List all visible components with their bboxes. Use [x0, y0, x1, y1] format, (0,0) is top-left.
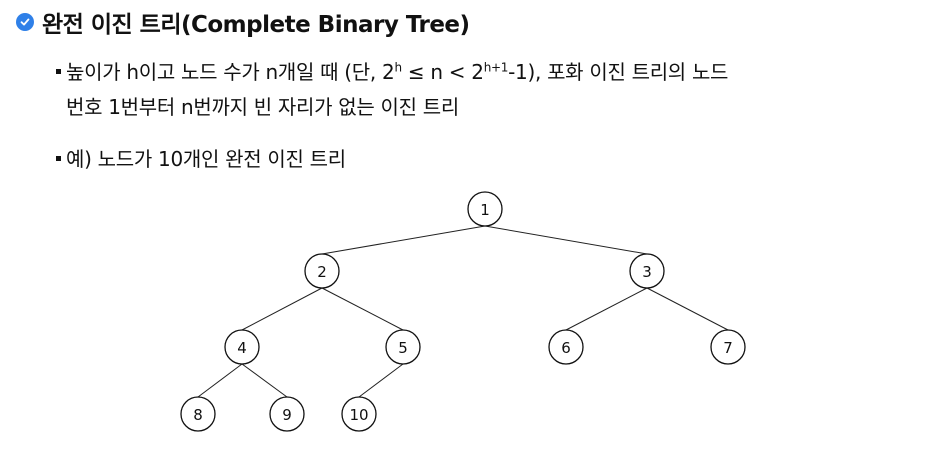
tree-node-4: 4 [224, 329, 260, 365]
example-bullet: 예) 노드가 10개인 완전 이진 트리 [56, 143, 346, 176]
section-title: 완전 이진 트리(Complete Binary Tree) [16, 4, 470, 40]
tree-node-circle [710, 329, 746, 365]
tree-edge-3-7 [646, 287, 729, 331]
tree-node-7: 7 [710, 329, 746, 365]
tree-node-8: 8 [180, 396, 216, 432]
tree-edge-1-3 [484, 225, 648, 255]
tree-node-circle [629, 253, 665, 289]
tree-node-6: 6 [548, 329, 584, 365]
tree-edge-4-9 [241, 363, 288, 398]
tree-node-label: 10 [349, 406, 368, 424]
square-bullet-icon [56, 156, 61, 161]
tree-node-5: 5 [385, 329, 421, 365]
definition-text-post: -1), 포화 이진 트리의 노드 [508, 60, 729, 84]
tree-node-label: 3 [642, 263, 652, 281]
tree-node-circle [467, 191, 503, 227]
superscript-h: h [394, 60, 402, 75]
tree-edge-5-10 [358, 363, 404, 398]
title-text: 완전 이진 트리(Complete Binary Tree) [42, 12, 470, 38]
superscript-h-plus-1: h+1 [483, 60, 509, 75]
tree-node-label: 7 [723, 339, 733, 357]
tree-node-circle [548, 329, 584, 365]
tree-node-label: 4 [237, 339, 247, 357]
tree-node-10: 10 [341, 396, 377, 432]
definition-text-mid: ≤ n < 2 [401, 60, 484, 84]
tree-node-circle [224, 329, 260, 365]
example-text: 예) 노드가 10개인 완전 이진 트리 [66, 147, 346, 171]
tree-edge-3-6 [565, 287, 648, 331]
square-bullet-icon [56, 69, 61, 74]
tree-node-label: 9 [282, 406, 292, 424]
definition-bullet: 높이가 h이고 노드 수가 n개일 때 (단, 2h ≤ n < 2h+1-1)… [56, 56, 728, 89]
tree-node-label: 2 [317, 263, 327, 281]
tree-node-label: 5 [398, 339, 408, 357]
tree-node-circle [304, 253, 340, 289]
tree-edge-2-5 [321, 287, 404, 331]
tree-node-circle [180, 396, 216, 432]
tree-node-9: 9 [269, 396, 305, 432]
definition-continuation: 번호 1번부터 n번까지 빈 자리가 없는 이진 트리 [66, 95, 460, 119]
tree-node-2: 2 [304, 253, 340, 289]
tree-node-label: 8 [193, 406, 203, 424]
tree-node-circle [341, 396, 377, 432]
tree-edge-2-4 [241, 287, 323, 331]
tree-node-1: 1 [467, 191, 503, 227]
check-circle-icon [16, 13, 34, 31]
tree-edge-1-2 [321, 225, 486, 255]
tree-edge-4-8 [197, 363, 243, 398]
tree-node-circle [385, 329, 421, 365]
tree-node-label: 6 [561, 339, 571, 357]
tree-node-label: 1 [480, 201, 490, 219]
tree-node-circle [269, 396, 305, 432]
tree-node-3: 3 [629, 253, 665, 289]
definition-text-pre: 높이가 h이고 노드 수가 n개일 때 (단, 2 [66, 60, 395, 84]
